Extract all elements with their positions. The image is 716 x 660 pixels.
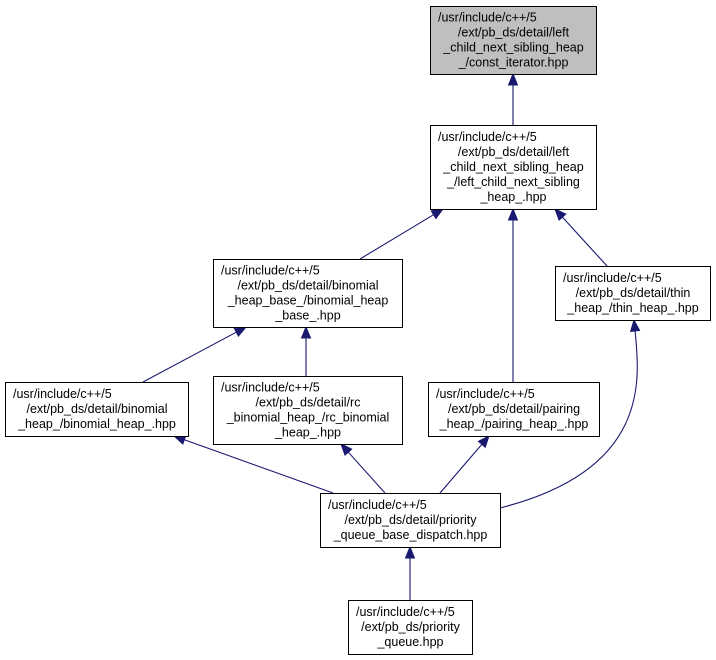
edge-line-thin_heap_-to-left_child_next_sibling_heap_ (562, 216, 608, 267)
node-box[interactable] (430, 6, 597, 75)
nodes-layer: /usr/include/c++/5/ext/pb_ds/detail/left… (5, 6, 711, 655)
node-binomial-heap-[interactable]: /usr/include/c++/5/ext/pb_ds/detail/bino… (5, 382, 189, 437)
node-left-child-next-sibling-heap-[interactable]: /usr/include/c++/5/ext/pb_ds/detail/left… (430, 125, 597, 210)
edge-line-binomial_heap_base_-to-left_child_next_sibling_heap_ (359, 214, 434, 260)
node-pairing-heap-[interactable]: /usr/include/c++/5/ext/pb_ds/detail/pair… (428, 382, 600, 437)
node-label-line: /usr/include/c++/5 (356, 605, 455, 619)
node-label-line: /usr/include/c++/5 (13, 387, 112, 401)
node-label-line: _child_next_sibling_heap (442, 160, 583, 174)
edge-arrowhead-left_child_next_sibling_heap_-to-const_iterator (507, 72, 519, 86)
node-label-line: _heap_/binomial_heap_.hpp (17, 417, 176, 431)
edge-line-priority_queue_base_dispatch-to-pairing_heap_ (439, 443, 483, 494)
edge-thin_heap_-to-left_child_next_sibling_heap_ (554, 208, 608, 267)
edge-arrowhead-priority_queue_base_dispatch-to-pairing_heap_ (477, 434, 490, 449)
node-box[interactable] (213, 259, 403, 328)
node-label-line: /ext/pb_ds/priority (361, 620, 460, 634)
node-label-line: /usr/include/c++/5 (221, 381, 320, 395)
edge-binomial_heap_-to-binomial_heap_base_ (142, 326, 248, 383)
node-box[interactable] (555, 266, 711, 321)
node-label-line: /ext/pb_ds/detail/binomial (26, 402, 167, 416)
node-label-line: /usr/include/c++/5 (328, 498, 427, 512)
node-priority-queue[interactable]: /usr/include/c++/5/ext/pb_ds/priority_qu… (348, 600, 473, 655)
edge-line-priority_queue_base_dispatch-to-binomial_heap_ (184, 439, 334, 494)
edge-arrowhead-priority_queue-to-priority_queue_base_dispatch (404, 545, 416, 559)
node-box[interactable] (5, 382, 189, 437)
node-const-iterator[interactable]: /usr/include/c++/5/ext/pb_ds/detail/left… (430, 6, 597, 75)
edge-binomial_heap_base_-to-left_child_next_sibling_heap_ (359, 208, 445, 260)
node-priority-queue-base-dispatch[interactable]: /usr/include/c++/5/ext/pb_ds/detail/prio… (320, 493, 501, 548)
node-label-line: /ext/pb_ds/detail/thin (576, 286, 691, 300)
node-thin-heap-[interactable]: /usr/include/c++/5/ext/pb_ds/detail/thin… (555, 266, 711, 321)
edge-arrowhead-priority_queue_base_dispatch-to-rc_binomial_heap_ (340, 443, 353, 457)
node-label-line: /usr/include/c++/5 (438, 130, 537, 144)
node-label-line: _heap_base_/binomial_heap (227, 294, 389, 308)
edge-arrowhead-pairing_heap_-to-left_child_next_sibling_heap_ (507, 207, 519, 221)
node-box[interactable] (430, 125, 597, 210)
node-label-line: /ext/pb_ds/detail/pairing (448, 402, 580, 416)
node-label-line: _heap_/pairing_heap_.hpp (439, 417, 589, 431)
edge-line-priority_queue_base_dispatch-to-thin_heap_ (499, 330, 638, 509)
edge-pairing_heap_-to-left_child_next_sibling_heap_ (507, 207, 519, 382)
node-rc-binomial-heap-[interactable]: /usr/include/c++/5/ext/pb_ds/detail/rc_b… (213, 376, 403, 445)
edge-arrowhead-binomial_heap_-to-binomial_heap_base_ (233, 326, 248, 338)
node-label-line: _binomial_heap_/rc_binomial (226, 411, 390, 425)
node-label-line: /usr/include/c++/5 (436, 387, 535, 401)
edge-priority_queue_base_dispatch-to-pairing_heap_ (439, 434, 490, 494)
node-box[interactable] (320, 493, 501, 548)
node-box[interactable] (213, 376, 403, 445)
node-label-line: _base_.hpp (274, 309, 340, 323)
edge-arrowhead-binomial_heap_base_-to-left_child_next_sibling_heap_ (430, 208, 445, 220)
node-label-line: /usr/include/c++/5 (563, 271, 662, 285)
edge-rc_binomial_heap_-to-binomial_heap_base_ (300, 325, 312, 376)
edge-arrowhead-priority_queue_base_dispatch-to-thin_heap_ (629, 318, 641, 332)
edge-arrowhead-thin_heap_-to-left_child_next_sibling_heap_ (554, 208, 567, 222)
node-label-line: /ext/pb_ds/detail/rc (256, 396, 361, 410)
node-label-line: /ext/pb_ds/detail/priority (344, 513, 477, 527)
edge-arrowhead-rc_binomial_heap_-to-binomial_heap_base_ (300, 325, 312, 339)
edge-priority_queue_base_dispatch-to-rc_binomial_heap_ (340, 443, 386, 494)
node-label-line: _/left_child_next_sibling (446, 175, 580, 189)
edge-priority_queue_base_dispatch-to-thin_heap_ (499, 318, 641, 509)
node-label-line: _child_next_sibling_heap (442, 41, 583, 55)
edge-line-priority_queue_base_dispatch-to-rc_binomial_heap_ (347, 451, 386, 494)
node-label-line: _queue_base_dispatch.hpp (333, 528, 488, 542)
edges-layer (142, 72, 641, 600)
edge-priority_queue-to-priority_queue_base_dispatch (404, 545, 416, 600)
node-label-line: /ext/pb_ds/detail/left (458, 145, 570, 159)
edge-left_child_next_sibling_heap_-to-const_iterator (507, 72, 519, 125)
node-label-line: _heap_/thin_heap_.hpp (566, 301, 698, 315)
node-box[interactable] (428, 382, 600, 437)
node-label-line: /usr/include/c++/5 (221, 264, 320, 278)
node-label-line: _heap_.hpp (479, 190, 546, 204)
node-box[interactable] (348, 600, 473, 655)
node-label-line: /ext/pb_ds/detail/binomial (237, 279, 378, 293)
node-binomial-heap-base-[interactable]: /usr/include/c++/5/ext/pb_ds/detail/bino… (213, 259, 403, 328)
node-label-line: /ext/pb_ds/detail/left (458, 26, 570, 40)
node-label-line: /usr/include/c++/5 (438, 11, 537, 25)
node-label-line: _queue.hpp (376, 635, 443, 649)
edge-line-binomial_heap_-to-binomial_heap_base_ (142, 331, 237, 383)
node-label-line: _/const_iterator.hpp (458, 56, 569, 70)
node-label-line: _heap_.hpp (274, 426, 341, 440)
